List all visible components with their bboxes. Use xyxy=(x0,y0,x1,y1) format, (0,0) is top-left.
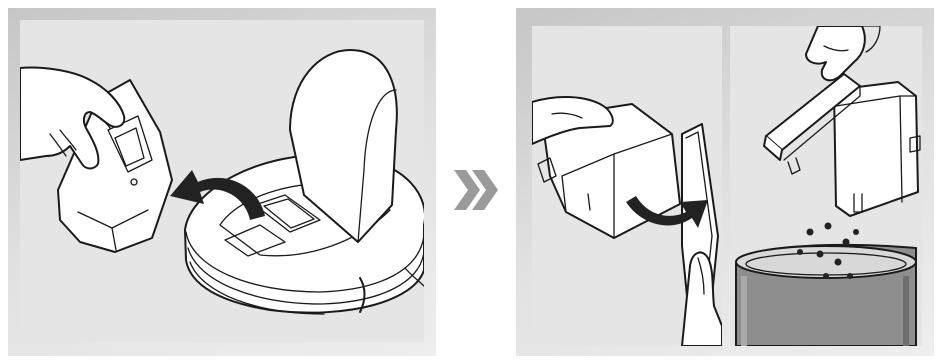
trash-can-icon xyxy=(736,245,916,346)
open-dustbin-illustration xyxy=(532,26,722,346)
panel-remove-dustbin xyxy=(20,20,424,342)
empty-dustbin-illustration xyxy=(730,26,922,346)
remove-dustbin-illustration xyxy=(20,20,424,342)
next-step-arrow xyxy=(452,168,502,212)
panel-open-dustbin xyxy=(532,26,722,346)
double-chevron-icon xyxy=(452,168,502,212)
dustbin-icon xyxy=(834,82,920,216)
panel-empty-dustbin xyxy=(730,26,922,346)
step-1-frame xyxy=(8,8,436,356)
hand-icon xyxy=(806,26,880,80)
step-2-frame xyxy=(516,8,934,356)
